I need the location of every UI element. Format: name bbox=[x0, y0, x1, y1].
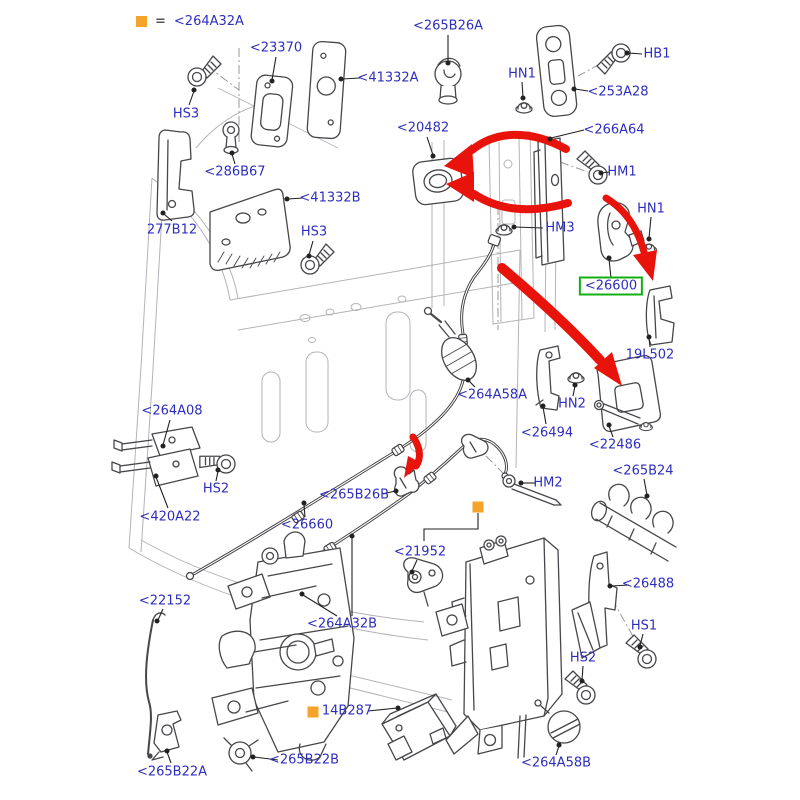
part-clip-265b22b bbox=[223, 737, 259, 772]
legend-marker-square bbox=[136, 16, 147, 27]
part-label-HN1: HN1 bbox=[508, 66, 536, 82]
part-bracket-277b12 bbox=[156, 129, 195, 221]
part-door-latch-assembly bbox=[211, 531, 355, 761]
part-label-264A08: <264A08 bbox=[141, 403, 203, 419]
part-clip-265b26a bbox=[434, 57, 462, 105]
cable-assembly bbox=[185, 234, 509, 608]
part-screw-hs3-lower bbox=[300, 243, 335, 275]
part-motor-14b287 bbox=[381, 693, 457, 761]
red-arrow-to-19l502 bbox=[602, 194, 657, 281]
part-label-26600: <26600 bbox=[578, 276, 644, 296]
red-arrow-to-265b26b bbox=[404, 433, 423, 478]
part-label-265B22A: <265B22A bbox=[136, 764, 208, 780]
part-label-HS2: HS2 bbox=[202, 481, 230, 497]
part-screw-hs3-top bbox=[187, 55, 222, 87]
part-rivet-286b67 bbox=[222, 121, 240, 155]
part-label-HM1: HM1 bbox=[607, 164, 637, 180]
part-clip-265b22a bbox=[151, 710, 182, 761]
part-nut-hn1-top bbox=[515, 102, 533, 114]
part-plate-41332b bbox=[209, 188, 291, 272]
part-label-265B26B: <265B26B bbox=[318, 487, 390, 503]
legend-part-number: <264A32A bbox=[173, 14, 244, 29]
part-plate-41332a bbox=[306, 40, 347, 140]
part-label-HN1: HN1 bbox=[637, 201, 665, 217]
part-label-21952: <21952 bbox=[393, 544, 447, 560]
part-label-265B26A: <265B26A bbox=[412, 18, 484, 34]
part-lever-21952 bbox=[403, 557, 469, 637]
part-label-264A58A: <264A58A bbox=[456, 387, 528, 403]
part-clip-bank-265b24 bbox=[590, 483, 677, 562]
part-label-HS3: HS3 bbox=[300, 224, 328, 240]
part-label-HM3: HM3 bbox=[545, 220, 575, 236]
red-arrows bbox=[404, 130, 657, 478]
part-label-HM2: HM2 bbox=[533, 475, 563, 491]
orange-marker-square bbox=[307, 706, 319, 718]
part-label-264A58B: <264A58B bbox=[520, 755, 592, 771]
part-label-264A32B: <264A32B bbox=[306, 616, 378, 632]
part-label-41332B: <41332B bbox=[299, 190, 361, 206]
red-arrow-to-grommet-upper bbox=[444, 130, 570, 178]
red-arrow-to-grommet-lower bbox=[446, 172, 572, 214]
legend-equals: = bbox=[155, 14, 166, 29]
part-screw-hb1 bbox=[596, 43, 631, 75]
part-label-HS2: HS2 bbox=[569, 650, 597, 666]
part-striker-253a28 bbox=[535, 24, 578, 117]
part-label-20482: <20482 bbox=[396, 120, 450, 136]
leader-lines bbox=[153, 35, 652, 764]
part-stud-hm2 bbox=[460, 433, 562, 506]
part-bracket-26494 bbox=[535, 345, 561, 411]
part-label-26494: <26494 bbox=[520, 425, 574, 441]
part-cable-boot-264a58a bbox=[423, 306, 477, 381]
part-label-HS3: HS3 bbox=[172, 106, 200, 122]
part-label-277B12: 277B12 bbox=[146, 222, 198, 238]
red-arrow-to-22486 bbox=[497, 263, 622, 386]
part-label-26488: <26488 bbox=[621, 576, 675, 592]
part-label-41332A: <41332A bbox=[357, 70, 419, 86]
part-label-26660: <26660 bbox=[280, 517, 334, 533]
part-retainer-19l502 bbox=[645, 285, 675, 346]
part-label-22152: <22152 bbox=[138, 593, 192, 609]
part-label-19L502: 19L502 bbox=[625, 347, 675, 363]
part-label-14B287: 14B287 bbox=[321, 703, 373, 719]
part-central-locking-actuator bbox=[445, 535, 563, 759]
part-label-286B67: <286B67 bbox=[204, 164, 266, 180]
part-label-253A28: <253A28 bbox=[587, 84, 649, 100]
part-label-HN2: HN2 bbox=[558, 396, 586, 412]
part-label-22486: <22486 bbox=[588, 437, 642, 453]
part-label-420A22: <420A22 bbox=[139, 509, 201, 525]
legend: = <264A32A bbox=[136, 14, 244, 29]
part-nut-hn2 bbox=[567, 372, 585, 384]
part-bracket-26488 bbox=[571, 551, 618, 659]
part-grommet-264a58b bbox=[534, 699, 581, 744]
part-screw-hs2-bottom bbox=[564, 670, 596, 705]
part-label-265B22B: <265B22B bbox=[268, 752, 340, 768]
part-label-23370: <23370 bbox=[249, 40, 303, 56]
orange-marker-square bbox=[472, 501, 484, 513]
part-label-266A64: <266A64 bbox=[583, 122, 645, 138]
part-hinge-264a08 bbox=[111, 426, 201, 487]
part-rod-22152 bbox=[145, 612, 166, 759]
part-screw-hm1 bbox=[576, 150, 608, 185]
part-label-HB1: HB1 bbox=[643, 46, 671, 62]
part-hinge-plate-23370 bbox=[250, 74, 294, 148]
part-label-265B24: <265B24 bbox=[612, 463, 674, 479]
part-label-HS1: HS1 bbox=[630, 618, 658, 634]
